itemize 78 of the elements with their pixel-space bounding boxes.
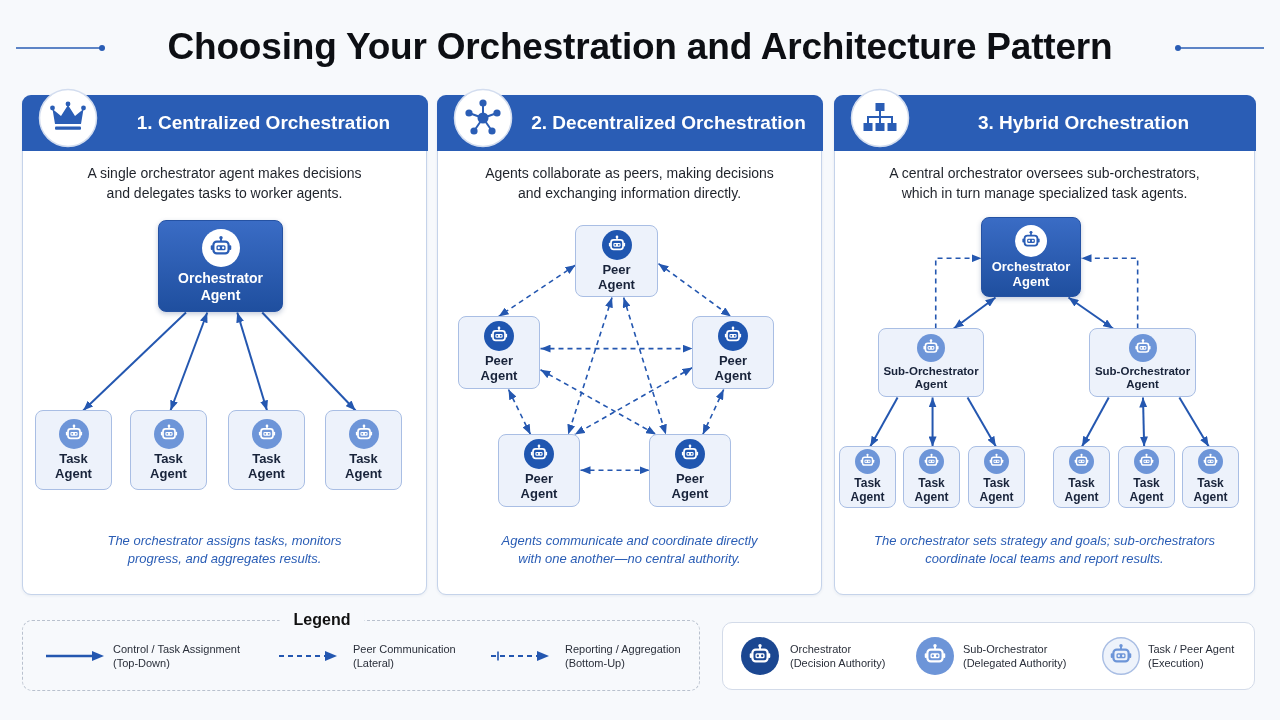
orchestrator-node	[981, 217, 1081, 297]
dashed-arrow	[622, 296, 667, 436]
arrow	[261, 311, 357, 412]
agent-label: Sub-Orchestrator Agent	[1093, 364, 1192, 392]
arrow	[82, 311, 187, 412]
agent-node	[839, 446, 896, 508]
agent-label: Task Agent	[1128, 477, 1165, 505]
panel-heading: 3. Hybrid Orchestration	[977, 111, 1190, 134]
panel-heading: 1. Centralized Orchestration	[136, 111, 391, 134]
arrow	[169, 311, 209, 412]
agent-node	[130, 410, 207, 490]
dashed-arrow	[1080, 254, 1139, 330]
panel-heading: 2. Decentralized Orchestration	[531, 111, 806, 134]
agent-label: Orchestrator Agent	[990, 259, 1072, 290]
agent-label: Task Agent	[978, 477, 1015, 505]
agent-node	[498, 434, 580, 507]
agent-label: Task Agent	[54, 451, 93, 482]
agent-label: Peer Agent	[519, 472, 559, 502]
arrow	[869, 396, 899, 448]
dashed-arrow	[573, 366, 694, 436]
dashed-arrow	[579, 466, 651, 475]
agent-node	[1053, 446, 1110, 508]
agent-node	[1182, 446, 1239, 508]
arrow	[928, 396, 937, 448]
panel-note: The orchestrator sets strategy and goals; sub-orchestrators coordinate local teams and report results.	[872, 532, 1216, 568]
dashed-arrow	[567, 296, 613, 436]
panel-note: Agents communicate and coordinate directly with one another—no central authority.	[500, 532, 759, 568]
agent-label: Task Agent	[149, 451, 188, 482]
agent-label: Orchestrator Agent	[177, 270, 264, 303]
legend-text: Task / Peer Agent (Execution)	[1148, 642, 1236, 670]
agent-node	[325, 410, 402, 490]
dashed-arrow	[539, 369, 657, 436]
arrow	[952, 296, 997, 330]
panel-description: Agents collaborate as peers, making decisions and exchanging information directly.	[484, 164, 775, 203]
agent-label: Peer Agent	[597, 262, 636, 293]
dashed-arrow	[539, 344, 694, 353]
agent-node	[649, 434, 731, 507]
agent-node	[1118, 446, 1175, 508]
agent-node	[228, 410, 305, 490]
arrow	[966, 396, 997, 448]
arrow	[1067, 296, 1115, 330]
arrow	[236, 311, 268, 412]
agent-label: Task Agent	[913, 477, 950, 505]
legend-text: Peer Communication (Lateral)	[353, 641, 457, 670]
agent-node	[35, 410, 112, 490]
agent-label: Sub-Orchestrator Agent	[882, 364, 980, 392]
agent-label: Task Agent	[344, 451, 383, 482]
agent-label: Peer Agent	[479, 354, 519, 384]
diagram-title: Choosing Your Orchestration and Architecture Pattern	[167, 25, 1113, 69]
orchestrator-node	[158, 220, 283, 312]
agent-label: Task Agent	[247, 451, 286, 482]
agent-label: Task Agent	[1063, 477, 1100, 505]
agent-node	[692, 316, 774, 389]
legend-text: Sub-Orchestrator (Delegated Authority)	[963, 642, 1068, 670]
legend-text: Orchestrator (Decision Authority)	[790, 642, 887, 670]
dashed-arrow	[507, 388, 532, 436]
arrow	[1139, 396, 1148, 448]
arrow	[1081, 396, 1110, 448]
agent-label: Task Agent	[1192, 477, 1229, 505]
agent-node	[458, 316, 540, 389]
agent-label: Task Agent	[849, 477, 886, 505]
dashed-arrow	[657, 262, 732, 318]
arrow	[1178, 396, 1210, 448]
agent-node	[903, 446, 960, 508]
dashed-arrow	[934, 254, 983, 330]
agent-node	[878, 328, 984, 397]
agent-node	[1089, 328, 1196, 397]
legend-text: Reporting / Aggregation (Bottom-Up)	[565, 641, 682, 670]
agent-label: Peer Agent	[670, 472, 710, 502]
dashed-arrow	[702, 388, 725, 436]
agent-label: Peer Agent	[713, 354, 753, 384]
panel-description: A single orchestrator agent makes decisions and delegates tasks to worker agents.	[86, 164, 363, 203]
panel-note: The orchestrator assigns tasks, monitors progress, and aggregates results.	[106, 532, 343, 568]
agent-node	[575, 225, 658, 297]
legend-text: Control / Task Assignment (Top-Down)	[113, 641, 241, 670]
dashed-arrow	[497, 264, 577, 318]
panel-description: A central orchestrator oversees sub-orchestrators, which in turn manage specialized task agents.	[888, 164, 1201, 203]
agent-node	[968, 446, 1025, 508]
